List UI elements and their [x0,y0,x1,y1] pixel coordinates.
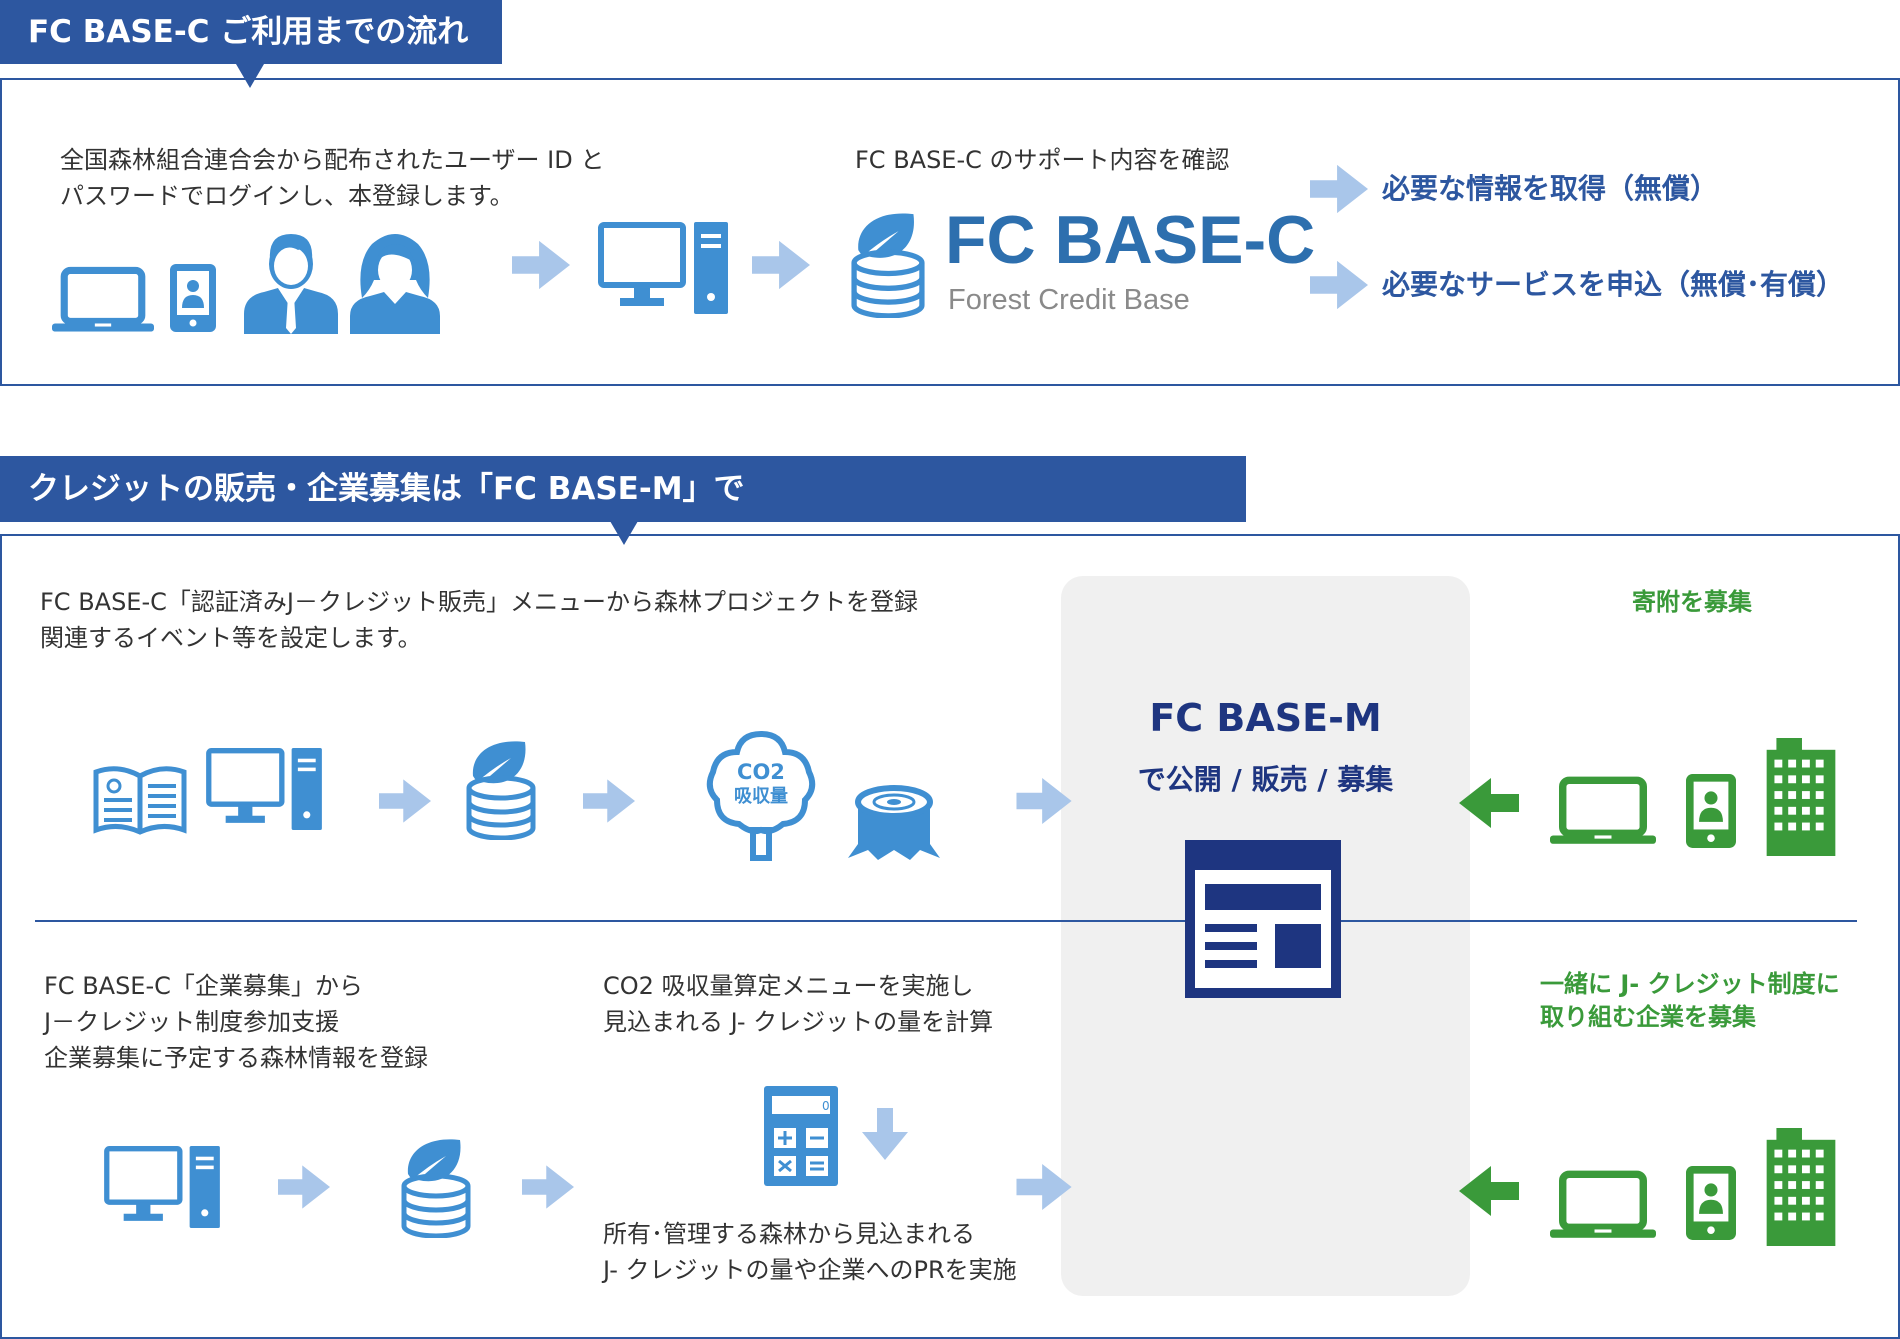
arrow-down-icon [862,1108,908,1160]
center-subtitle: で公開 / 販売 / 募集 [1137,763,1394,796]
lower-mid-text-line2: 見込まれる J- クレジットの量を計算 [603,1008,994,1036]
lower-left-text-line3: 企業募集に予定する森林情報を登録 [44,1044,428,1072]
companies-title-line2: 取り組む企業を募集 [1540,1003,1756,1031]
logo-title: FC BASE-C [945,202,1316,278]
smartphone-green-icon-2 [1686,1166,1736,1240]
smartphone-green-icon-1 [1686,774,1736,848]
calculator-icon: 0 [764,1086,838,1186]
web-page-icon [1185,840,1341,998]
outcome-info-text: 必要な情報を取得（無償） [1382,172,1719,205]
section2-header: クレジットの販売・企業募集は「FC BASE-M」で [0,456,1246,522]
section1-header-pointer [236,64,264,88]
logo-subtitle: Forest Credit Base [948,284,1190,316]
flow-panel-2 [0,534,1900,1339]
arrow-right-icon-4 [1310,260,1368,310]
lower-bottom-text-line2: J- クレジットの量や企業へのPRを実施 [603,1256,1017,1284]
desktop-pc-icon-1 [598,222,728,314]
tree-stump-icon [848,785,940,860]
outcome-service-text: 必要なサービスを申込（無償･有償） [1382,268,1845,301]
co2-tree-icon [706,730,816,861]
svg-text:0: 0 [822,1099,830,1113]
co2-label-line2: 吸収量 [734,786,788,807]
arrow-left-green-icon-1 [1454,778,1524,828]
upper-text-line2: 関連するイベント等を設定します。 [40,624,422,652]
office-building-green-icon-1 [1766,738,1836,856]
arrow-right-icon-9 [522,1164,574,1210]
donation-title: 寄附を募集 [1632,588,1752,616]
arrow-right-icon-6 [583,778,635,824]
arrow-right-icon-2 [752,240,810,290]
section1-header: FC BASE-C ご利用までの流れ [0,0,502,64]
laptop-green-icon-2 [1550,1170,1656,1238]
arrow-right-icon-5 [379,778,431,824]
open-book-icon [93,766,187,835]
upper-text-line1: FC BASE-C「認証済みJ－クレジット販売」メニューから森林プロジェクトを登… [40,588,918,616]
arrow-left-green-icon-2 [1454,1166,1524,1216]
arrow-right-icon-1 [512,240,570,290]
businesswoman-icon [350,234,440,334]
laptop-green-icon-1 [1550,776,1656,844]
leaf-database-icon-1 [460,740,542,840]
smartphone-icon [170,264,216,332]
laptop-icon [52,266,154,332]
intro-text-line1: 全国森林組合連合会から配布されたユーザー ID と [60,146,605,174]
support-text: FC BASE-C のサポート内容を確認 [855,146,1230,174]
leaf-database-icon-2 [395,1138,477,1238]
businessman-icon [244,234,338,334]
lower-bottom-text-line1: 所有･管理する森林から見込まれる [603,1220,975,1248]
flow-panel-1 [0,78,1900,386]
center-title: FC BASE-M [1149,696,1382,740]
arrow-right-icon-8 [278,1164,330,1210]
companies-title-line1: 一緒に J- クレジット制度に [1540,970,1840,998]
divider-line [35,920,1857,922]
office-building-green-icon-2 [1766,1128,1836,1246]
arrow-right-icon-3 [1310,164,1368,214]
desktop-pc-icon-2 [206,748,322,830]
co2-label-line1: CO2 [737,760,785,784]
arrow-right-icon-10 [1013,1164,1075,1210]
intro-text-line2: パスワードでログインし、本登録します。 [60,182,514,210]
section2-header-pointer [610,521,638,545]
desktop-pc-icon-3 [104,1146,220,1228]
lower-left-text-line2: J－クレジット制度参加支援 [44,1008,340,1036]
leaf-database-logo-icon [845,212,931,318]
lower-left-text-line1: FC BASE-C「企業募集」から [44,972,363,1000]
lower-mid-text-line1: CO2 吸収量算定メニューを実施し [603,972,974,1000]
